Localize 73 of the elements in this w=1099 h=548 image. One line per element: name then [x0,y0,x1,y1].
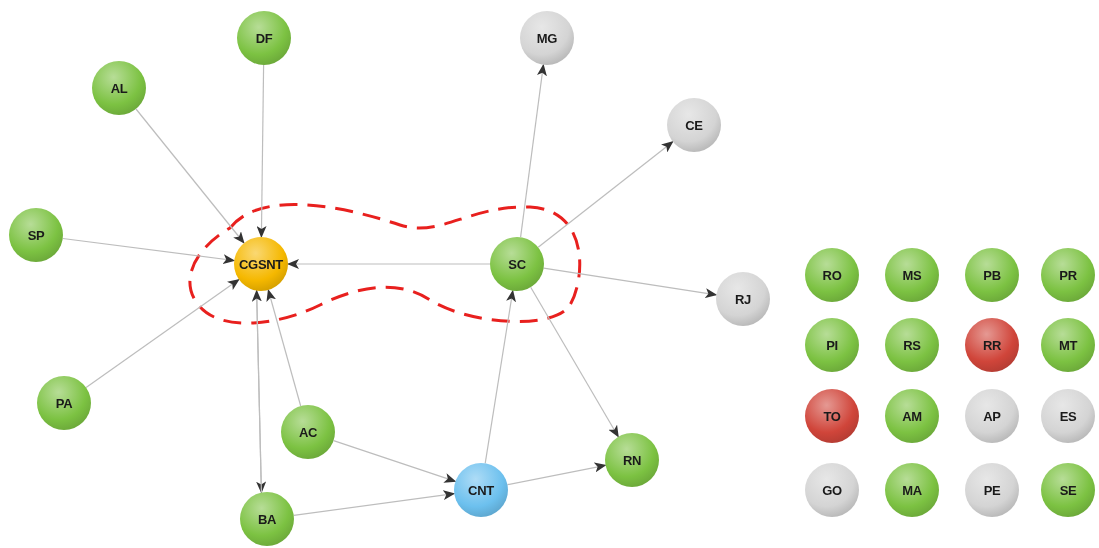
arrow [537,141,674,248]
node-label: CE [685,117,703,133]
node-label: PE [983,482,1001,498]
node-label: AL [110,80,128,96]
node-label: CGSNT [239,256,283,272]
node-label: ES [1059,408,1077,424]
node-circle [965,248,1019,302]
node-circle [1041,389,1095,443]
node-circle [805,248,859,302]
node-label: CNT [468,482,494,498]
node-label: RR [982,337,1002,353]
arrow [333,440,457,483]
node-circle [667,98,721,152]
node-label: AC [298,424,318,440]
node-label: BA [257,511,277,527]
node-label: SE [1059,482,1077,498]
node-label: SP [27,227,45,243]
node-label: PB [983,267,1001,283]
node-label: PI [826,337,838,353]
node-circle [885,318,939,372]
node-label: SC [508,256,526,272]
node-label: TO [823,408,841,424]
node-label: MA [902,482,922,498]
node-circle [965,463,1019,517]
node-label: AP [983,408,1001,424]
arrow [256,64,267,238]
node-circle [965,318,1019,372]
arrow [293,490,456,516]
arrow [85,279,240,388]
arrow [484,289,516,464]
node-circle [454,463,508,517]
node-label: RJ [735,291,751,307]
node-circle [885,389,939,443]
arrow [135,108,245,244]
node-circle [490,237,544,291]
node-circle [281,405,335,459]
node-circle [805,318,859,372]
node-circle [234,237,288,291]
node-circle [805,463,859,517]
node-circle [605,433,659,487]
node-circle [1041,463,1095,517]
node-label: DF [255,30,273,46]
node-circle [240,492,294,546]
arrow [543,267,718,299]
node-circle [885,248,939,302]
node-circle [237,11,291,65]
node-circle [520,11,574,65]
arrow [530,286,619,438]
arrow [266,289,302,407]
node-label: AM [902,408,922,424]
node-circle [37,376,91,430]
node-label: PR [1059,267,1077,283]
node-circle [9,208,63,262]
arrow [62,237,236,265]
arrow [520,63,547,238]
arrow [251,289,262,494]
node-label: RN [622,452,642,468]
node-label: RS [903,337,921,353]
node-circle [92,61,146,115]
node-circle [965,389,1019,443]
node-label: PA [55,395,73,411]
node-label: MS [902,267,922,283]
node-circle [1041,318,1095,372]
node-label: MT [1058,337,1078,353]
node-label: RO [822,267,842,283]
node-label: GO [822,482,842,498]
node-circle [805,389,859,443]
node-circle [716,272,770,326]
node-circle [885,463,939,517]
node-label: MG [536,30,558,46]
arrow [287,259,491,269]
arrow [506,462,607,486]
node-circle [1041,248,1095,302]
